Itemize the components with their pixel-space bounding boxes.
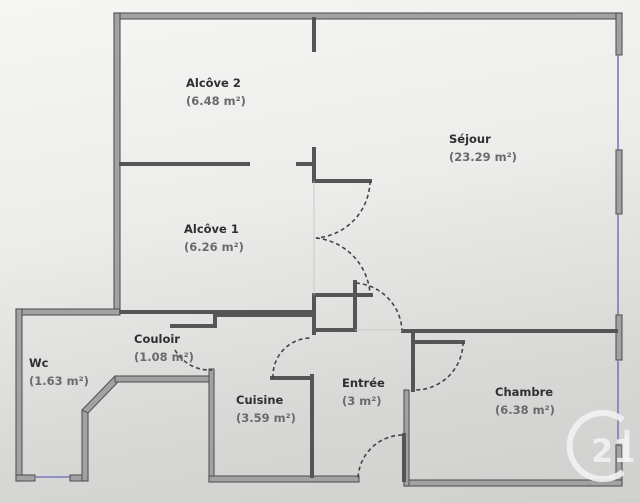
room-area: (6.38 m²)	[495, 403, 555, 417]
door-swing-chambre	[413, 341, 464, 391]
room-area: (23.29 m²)	[449, 150, 517, 164]
room-cuisine: Cuisine (3.59 m²)	[236, 393, 296, 425]
century21-logo-icon: 21	[566, 410, 636, 482]
outer-wall-wc-left	[15, 308, 23, 482]
room-name: Cuisine	[236, 393, 284, 407]
logo-text: 21	[591, 432, 636, 470]
room-alcove2: Alcôve 2 (6.48 m²)	[186, 76, 246, 108]
outer-wall-top	[113, 12, 623, 20]
room-couloir: Couloir (1.08 m²)	[134, 332, 194, 364]
room-name: Chambre	[495, 385, 554, 399]
door-swing-couloir	[174, 349, 213, 371]
outer-wall-bottom-cuisine	[208, 475, 360, 483]
outer-wall-wc-top	[15, 308, 121, 316]
wall-cuisine-left	[208, 368, 215, 482]
room-name: Alcôve 1	[184, 222, 239, 236]
room-area: (3 m²)	[342, 394, 382, 408]
room-alcove1: Alcôve 1 (6.26 m²)	[184, 222, 244, 254]
outer-wall-right-1	[615, 12, 623, 56]
room-chambre: Chambre (6.38 m²)	[495, 385, 555, 417]
door-swing-entree-main	[357, 434, 403, 481]
wall-couloir-bottom	[114, 375, 212, 383]
door-swing-alcove1-sejour	[315, 180, 371, 239]
room-area: (1.08 m²)	[134, 350, 194, 364]
door-swing-entree-sejour	[355, 282, 403, 331]
room-name: Couloir	[134, 332, 180, 346]
room-sejour: Séjour (23.29 m²)	[449, 132, 517, 164]
room-wc: Wc (1.63 m²)	[29, 356, 89, 388]
room-name: Alcôve 2	[186, 76, 241, 90]
outer-wall-right-2	[615, 149, 623, 215]
outer-wall-wc-bottom-l	[15, 474, 36, 482]
room-name: Entrée	[342, 376, 385, 390]
door-swing-cuisine	[272, 337, 313, 379]
room-entree: Entrée (3 m²)	[342, 376, 385, 408]
room-area: (6.26 m²)	[184, 240, 244, 254]
wall-wc-right	[81, 409, 89, 482]
room-area: (3.59 m²)	[236, 411, 296, 425]
room-name: Wc	[29, 356, 49, 370]
room-area: (6.48 m²)	[186, 94, 246, 108]
room-name: Séjour	[449, 132, 491, 146]
room-area: (1.63 m²)	[29, 374, 89, 388]
outer-wall-right-3	[615, 314, 623, 361]
door-swing-sejour-closet	[315, 237, 371, 295]
